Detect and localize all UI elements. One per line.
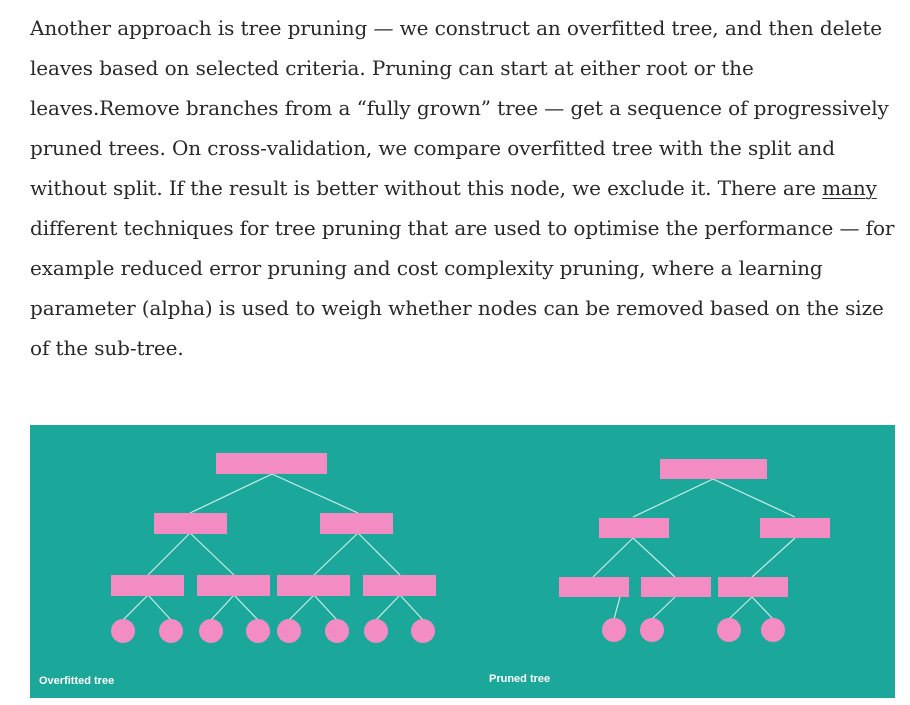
paragraph-text-after-link: different techniques for tree pruning th… xyxy=(30,216,895,360)
tree-edge xyxy=(375,594,401,621)
leaf-node xyxy=(159,619,183,643)
branch-node xyxy=(197,575,270,596)
article-body: Another approach is tree pruning — we co… xyxy=(30,8,902,368)
pruned-tree-caption: Pruned tree xyxy=(489,673,550,685)
overfitted-tree-caption: Overfitted tree xyxy=(39,675,114,687)
leaf-node xyxy=(277,619,301,643)
leaf-node xyxy=(199,619,223,643)
pruned-tree-nodes xyxy=(559,459,830,642)
tree-edge xyxy=(651,596,676,620)
tree-edge xyxy=(632,537,676,578)
leaf-node xyxy=(717,618,741,642)
leaf-node xyxy=(761,618,785,642)
tree-edge xyxy=(313,532,359,576)
leaf-node xyxy=(111,619,135,643)
tree-edge xyxy=(147,532,191,576)
tree-edge xyxy=(751,537,796,578)
article-paragraph: Another approach is tree pruning — we co… xyxy=(30,8,902,368)
pruned-tree: Pruned tree xyxy=(489,459,830,685)
tree-edge xyxy=(233,594,259,621)
tree-edge xyxy=(122,594,149,621)
tree-edge xyxy=(613,596,621,620)
leaf-node xyxy=(364,619,388,643)
overfitted-tree-nodes xyxy=(111,453,436,643)
branch-node xyxy=(718,577,788,597)
leaf-node xyxy=(602,618,626,642)
branch-node xyxy=(111,575,184,596)
tree-edge xyxy=(147,594,172,621)
tree-edge xyxy=(751,596,774,620)
tree-edge xyxy=(210,594,235,621)
tree-edge xyxy=(189,532,235,576)
leaf-node xyxy=(325,619,349,643)
paragraph-text-before-link: Another approach is tree pruning — we co… xyxy=(30,16,889,200)
tree-edge xyxy=(189,473,273,514)
root-node xyxy=(216,453,327,474)
tree-edge xyxy=(592,537,634,578)
tree-edge xyxy=(712,478,796,518)
leaf-node xyxy=(640,618,664,642)
branch-node xyxy=(599,518,669,538)
tree-edge xyxy=(271,473,359,514)
leaf-node xyxy=(246,619,270,643)
overfitted-tree-edges xyxy=(122,473,424,621)
tree-edge xyxy=(288,594,315,621)
branch-node xyxy=(559,577,629,597)
branch-node xyxy=(154,513,227,534)
tree-edge xyxy=(728,596,753,620)
branch-node xyxy=(363,575,436,596)
tree-edge xyxy=(632,478,714,518)
many-link[interactable]: many xyxy=(822,176,877,200)
root-node xyxy=(660,459,767,479)
tree-edge xyxy=(357,532,401,576)
branch-node xyxy=(641,577,711,597)
branch-node xyxy=(277,575,350,596)
branch-node xyxy=(320,513,393,534)
pruned-tree-edges xyxy=(592,478,796,620)
tree-diagram: Overfitted tree xyxy=(39,453,830,687)
tree-edge xyxy=(313,594,338,621)
tree-edge xyxy=(399,594,424,621)
branch-node xyxy=(760,518,830,538)
leaf-node xyxy=(411,619,435,643)
tree-pruning-figure: Overfitted tree xyxy=(30,425,895,698)
overfitted-tree: Overfitted tree xyxy=(39,453,436,687)
